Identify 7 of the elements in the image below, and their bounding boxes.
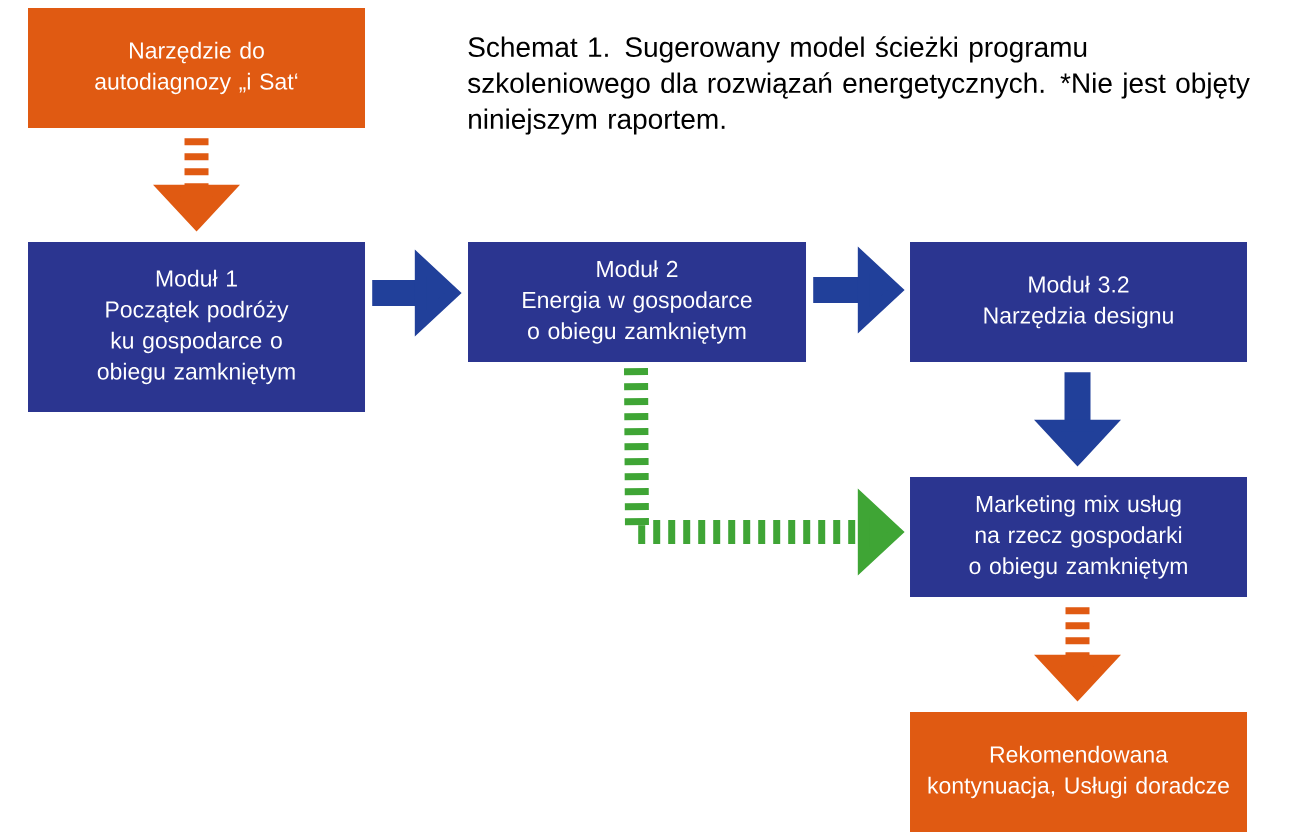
module-box: Moduł 2 Energia w gospodarce o obiegu zamkniętym [468,242,806,362]
title: Schemat 1. Sugerowany model ścieżki programu szkoleniowego dla rozwiązań energetycznych. *Nie jest objęty niniejszym raportem. [468,36,1250,135]
step-box: Rekomendowana kontynuacja, Usługi doradcze [910,712,1247,832]
module-box: Marketing mix usług na rzecz gospodarki o obiegu zamkniętym [910,477,1247,597]
step-box: Narzędzie do autodiagnozy „i Sat‘ [28,8,365,128]
module-box: Moduł 3.2 Narzędzia designu [910,242,1247,362]
module-box: Moduł 1 Początek podróży ku gospodarce o obiegu zamkniętym [28,242,365,412]
